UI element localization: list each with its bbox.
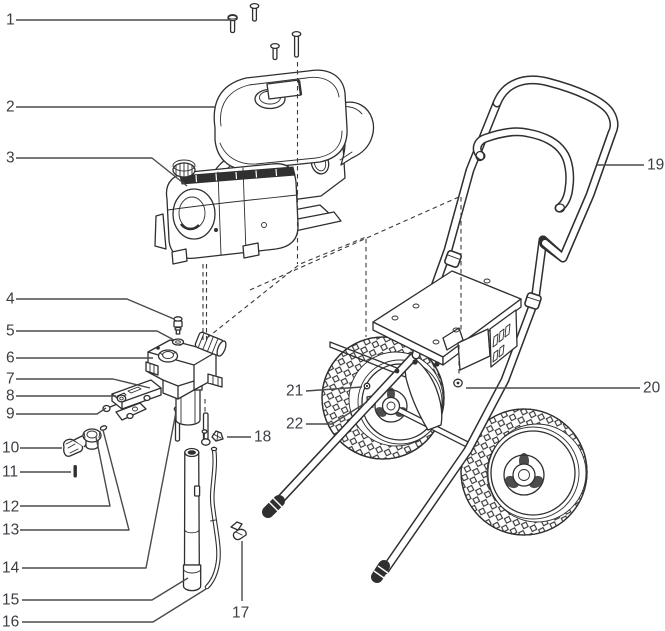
fitting-part4 [173,316,183,335]
valve-block-illustration [145,331,227,446]
pin-part11 [73,465,77,478]
pump-illustration [154,159,299,265]
right-foot-cap [371,560,390,583]
tank-label [266,79,303,100]
platform-bolt-20 [453,378,463,388]
nut-part8 [116,394,127,403]
callout-21-leader [305,386,363,392]
pin-part13 [99,425,108,431]
callout-2-label: 2 [6,99,15,116]
callout-8-label: 8 [6,388,15,405]
left-hub-cap [381,396,401,416]
callout-16-leader [22,588,207,623]
callout-20-label: 20 [643,380,661,397]
washer-part5 [171,338,185,346]
projection-lines [202,62,462,413]
clip-part17 [230,521,247,541]
callout-18-label: 18 [254,429,271,446]
callout-22-leader [306,401,368,425]
callout-15-leader [22,577,189,601]
pressure-knob [194,331,227,357]
callout-12-leader [20,436,111,507]
screw-top-3 [270,42,280,61]
left-foot-cap [262,495,285,518]
callout-19-label: 19 [647,157,664,174]
suction-tube-part15 [182,447,202,592]
handle-grip-illustration [472,127,575,213]
right-collar [524,292,542,310]
callout-1-label: 1 [6,12,15,29]
callout-16-label: 16 [2,614,19,631]
screw-part1 [227,14,238,34]
callout-5-label: 5 [6,323,15,340]
screw-top-4 [291,30,302,58]
callout-9-leader [16,407,107,415]
callout-12-label: 12 [2,499,19,516]
callout-17-label: 17 [232,605,249,622]
screw-part9 [102,403,117,413]
screw-top-2 [249,2,260,22]
callout-10-label: 10 [2,440,20,457]
callout-11-label: 11 [2,464,18,481]
cart-platform-illustration [372,270,522,388]
fitting-part18 [201,429,224,442]
callout-9-label: 9 [6,406,15,423]
callout-14-label: 14 [2,560,20,577]
right-wheel-illustration [460,408,588,536]
callout-7-label: 7 [6,371,15,388]
callout-4-leader [16,298,175,320]
left-collar [444,250,462,268]
callout-7-leader [16,378,151,389]
callout-14-leader [22,411,177,569]
callout-13-leader [20,429,130,531]
drain-tube-part16 [204,446,221,590]
callout-21-label: 21 [286,383,303,400]
pump-knob [172,159,196,178]
callout-3-leader [16,157,188,187]
callout-6-label: 6 [6,350,15,367]
callout-13-label: 13 [2,522,19,539]
mounting-rod-right [200,412,211,446]
wheel-bolt [363,382,371,390]
callout-3-label: 3 [6,150,15,167]
callout-15-label: 15 [2,592,19,609]
callout-5-leader [16,330,175,341]
callout-22-label: 22 [286,416,303,433]
callout-4-label: 4 [6,291,15,308]
